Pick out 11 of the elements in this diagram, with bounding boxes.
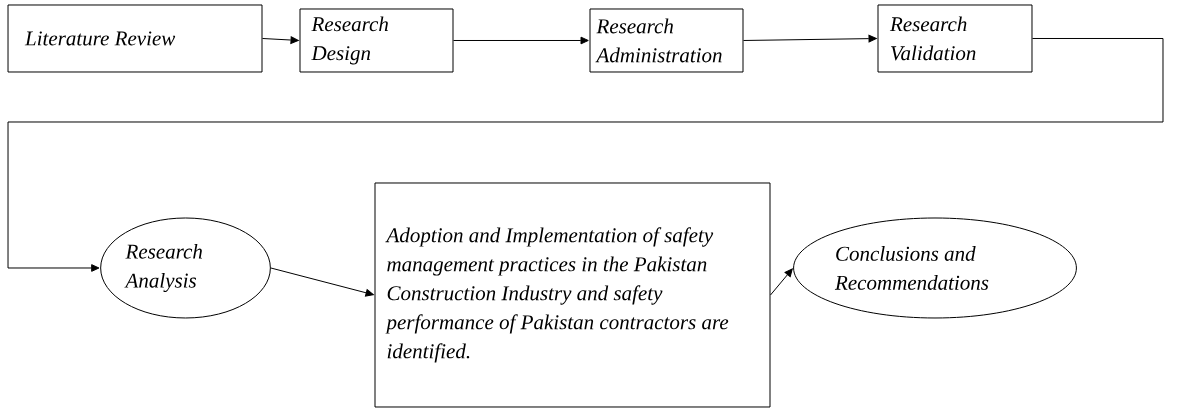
- arrow: [453, 36, 589, 45]
- process-box: Adoption and Implementation of safety management practices in the Pakistan Construction Industry and safety performance of Pakistan contractors are identified.: [374, 182, 771, 408]
- arrow: [770, 268, 793, 296]
- process-box: Research Administration: [589, 8, 744, 73]
- arrow: [270, 267, 374, 297]
- arrow: [7, 38, 1164, 272]
- process-box: Research Validation: [877, 4, 1033, 73]
- process-box: Research Design: [299, 8, 454, 73]
- process-box: Literature Review: [7, 4, 263, 73]
- arrow: [743, 34, 877, 43]
- arrow: [262, 36, 299, 44]
